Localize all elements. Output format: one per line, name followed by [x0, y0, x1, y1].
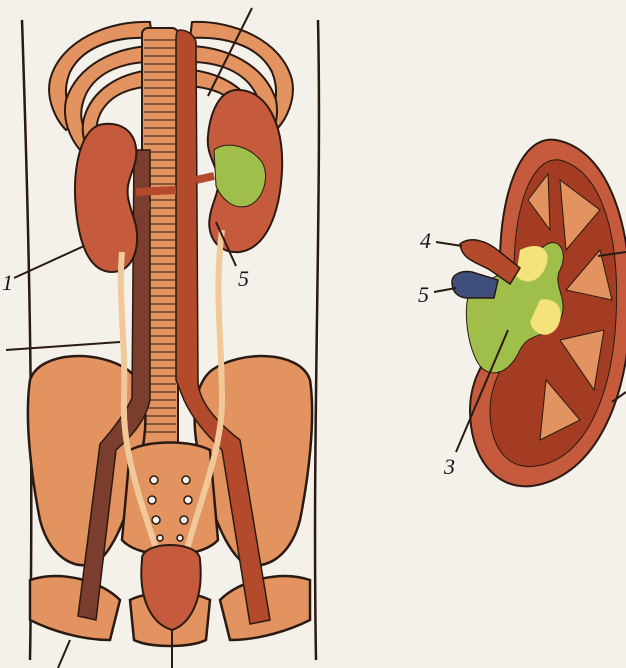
label-body-vessel: 5 — [238, 266, 249, 291]
label-renal-artery: 4 — [420, 228, 431, 253]
label-renal-vein: 5 — [418, 282, 429, 307]
left-kidney — [75, 124, 137, 272]
label-body-kidney: 1 — [2, 270, 13, 295]
label-renal-pelvis: 3 — [443, 454, 455, 479]
